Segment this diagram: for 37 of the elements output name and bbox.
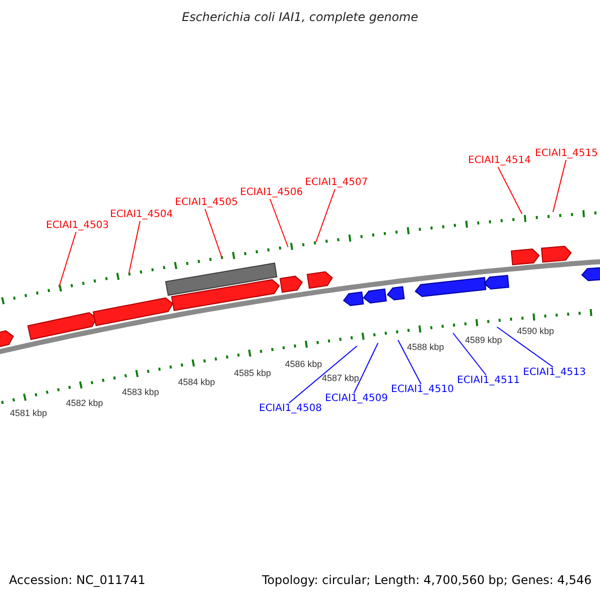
position-label: 4584 kbp [178, 376, 216, 389]
leader-line [498, 166, 522, 214]
leader-line [496, 326, 554, 368]
position-label: 4587 kbp [322, 372, 360, 385]
footer-text: Accession: NC_011741 [9, 573, 146, 587]
diagram-title: Escherichia coli IAI1, complete genome [180, 9, 420, 25]
leader-line [398, 340, 422, 384]
leader-line [354, 342, 378, 394]
position-label: 4583 kbp [122, 386, 160, 399]
position-label: 4582 kbp [66, 397, 104, 410]
leader-line [552, 160, 566, 212]
leader-line [288, 346, 358, 404]
leader-line [58, 232, 76, 288]
position-label: 4589 kbp [465, 334, 502, 347]
gene-label: ECIAI1_4505 [175, 197, 238, 209]
gene-label: ECIAI1_4514 [468, 155, 531, 167]
gene-label: ECIAI1_4510 [391, 384, 454, 396]
gene-label: ECIAI1_4506 [240, 187, 303, 199]
leader-line [204, 208, 222, 258]
gene-label: ECIAI1_4507 [305, 177, 368, 189]
leader-line [316, 188, 336, 242]
gene-label: ECIAI1_4513 [523, 367, 586, 379]
position-label: 4586 kbp [285, 358, 322, 371]
position-label: 4585 kbp [234, 367, 272, 380]
leader-line [128, 220, 140, 274]
gene-label: ECIAI1_4504 [110, 209, 173, 221]
position-label: 4588 kbp [407, 341, 444, 354]
gene-label: ECIAI1_4503 [46, 220, 109, 232]
position-label: 4590 kbp [517, 325, 554, 338]
position-label: 4581 kbp [10, 407, 48, 420]
leader-line [270, 198, 288, 248]
gene-label: ECIAI1_4511 [457, 375, 520, 387]
gene-label: ECIAI1_4508 [259, 403, 322, 415]
gene-label: ECIAI1_4515 [535, 148, 598, 160]
footer-text: Topology: circular; Length: 4,700,560 bp; Genes: 4,546 [262, 573, 592, 587]
gene-label: ECIAI1_4509 [325, 393, 388, 405]
leader-line [452, 332, 486, 376]
